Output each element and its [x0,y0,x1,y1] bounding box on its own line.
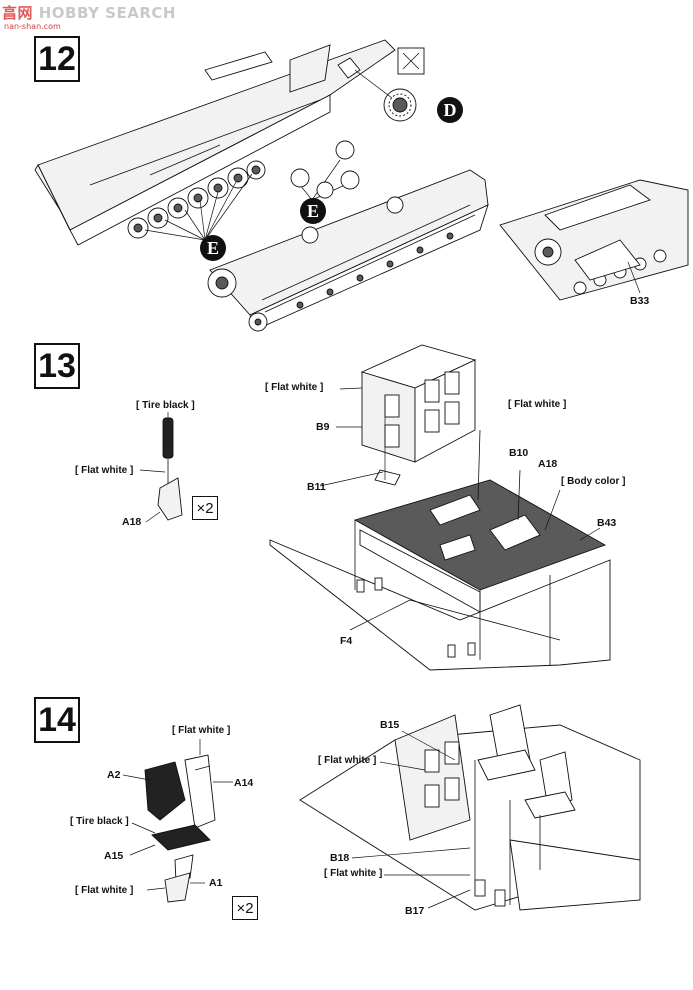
step-number-14: 14 [34,697,80,743]
step-number-12: 12 [34,36,80,82]
watermark: 亯网 HOBBY SEARCH [2,4,176,22]
step-number-13: 13 [34,343,80,389]
label-f4: F4 [340,635,353,647]
label-a1: A1 [209,877,223,889]
step12-drive-sprocket [337,47,425,122]
step14-interior [299,704,641,911]
paint-flat-white-14b: [ Flat white ] [75,885,134,896]
multiplier-13: ×2 [192,496,218,520]
paint-flat-white-14a: [ Flat white ] [172,725,231,736]
label-b15: B15 [380,719,400,731]
label-a14: A14 [234,777,254,789]
step13-pedal-assembly [139,412,183,523]
callout-d: D [437,97,463,123]
paint-flat-white-14c: [ Flat white ] [318,755,377,766]
callout-e-center: E [300,198,326,224]
label-b33: B33 [630,295,650,307]
label-b43: B43 [597,517,617,529]
label-b10: B10 [509,447,529,459]
paint-flat-white-13a: [ Flat white ] [75,465,134,476]
label-b17: B17 [405,905,425,917]
callout-e-left: E [200,235,226,261]
step12-hull-upper [34,39,396,246]
step12-loose-wheels [290,140,404,244]
label-a2: A2 [107,769,121,781]
paint-flat-white-13b: [ Flat white ] [265,382,324,393]
paint-flat-white-13c: [ Flat white ] [508,399,567,410]
step13-floor-pan [269,395,611,671]
step12-detail-view [499,179,689,301]
step13-ammo-rack [336,344,477,463]
label-a18-left: A18 [122,516,142,528]
label-b11: B11 [307,481,326,493]
label-b9: B9 [316,421,330,433]
step12-road-wheels-upper [127,160,266,239]
paint-body-color-13: [ Body color ] [561,476,626,487]
label-a15: A15 [104,850,124,862]
paint-flat-white-14d: [ Flat white ] [324,868,383,879]
step12-hull-lower [207,169,489,332]
label-b18: B18 [330,852,350,864]
step14-seat-assembly [122,739,233,903]
multiplier-14: ×2 [232,896,258,920]
watermark-url: nan-shan.com [4,22,61,31]
step12-leader-lines-e [144,159,346,241]
paint-tire-black-13: [ Tire black ] [136,400,195,411]
label-a18-right: A18 [538,458,558,470]
paint-tire-black-14: [ Tire black ] [70,816,129,827]
